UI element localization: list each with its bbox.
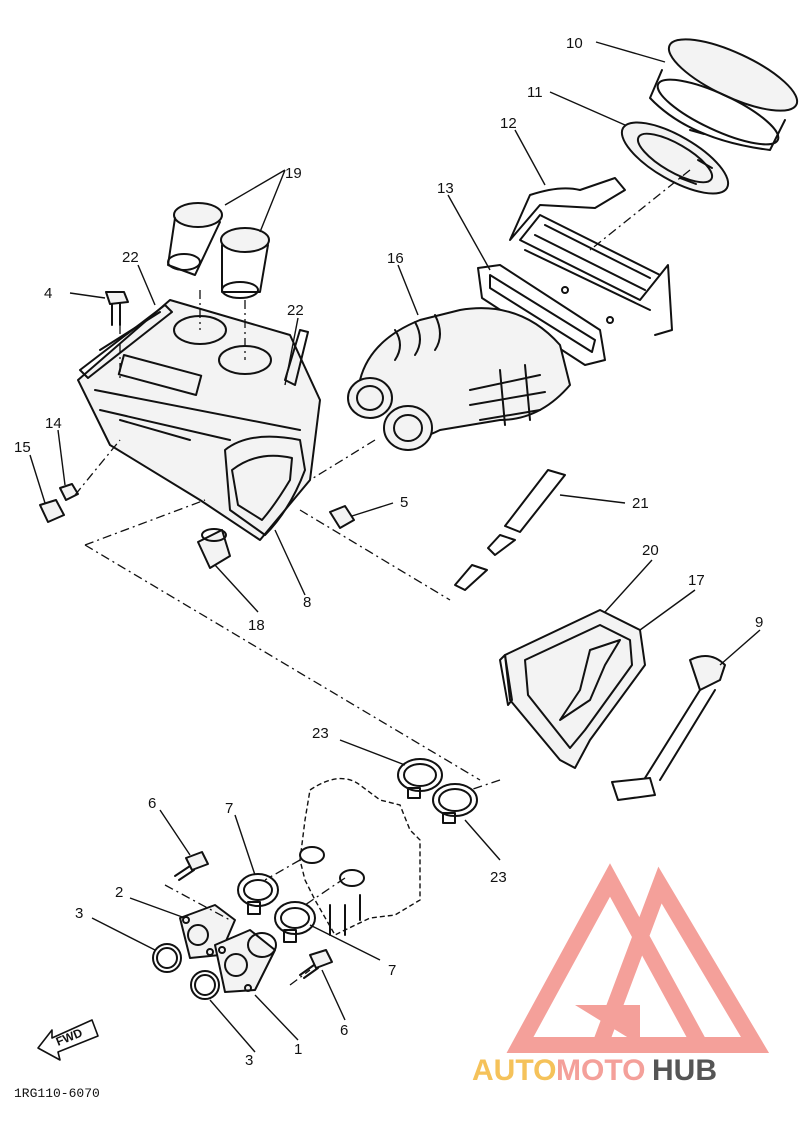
- band: [611, 655, 726, 801]
- callout-10: 10: [566, 35, 583, 52]
- callout-6-top: 6: [148, 795, 156, 812]
- side-cover: [504, 609, 646, 769]
- drain-hose: [454, 469, 566, 591]
- callout-8: 8: [303, 594, 311, 611]
- bolt-6-b: [299, 949, 333, 979]
- filter-guide: [620, 121, 730, 195]
- bolt-6-a: [174, 851, 209, 881]
- callout-21: 21: [632, 495, 649, 512]
- o-ring-3-b: [190, 970, 220, 1000]
- callout-3-bottom: 3: [245, 1052, 253, 1069]
- callout-9: 9: [755, 614, 763, 631]
- drain-plug: [197, 528, 231, 569]
- fwd-label: FWD: [54, 1025, 85, 1048]
- callout-19: 19: [285, 165, 302, 182]
- callout-11: 11: [527, 84, 543, 101]
- callout-2: 2: [115, 884, 123, 901]
- callout-23-bottom: 23: [490, 869, 507, 886]
- callout-20: 20: [642, 542, 659, 559]
- callout-23-top: 23: [312, 725, 329, 742]
- nut-14: [59, 483, 79, 501]
- nut-15: [39, 499, 65, 523]
- callout-4: 4: [44, 285, 52, 302]
- callout-22-right: 22: [287, 302, 304, 319]
- callout-7-top: 7: [225, 800, 233, 817]
- figure-code: 1RG110-6070: [14, 1086, 100, 1101]
- callout-13: 13: [437, 180, 454, 197]
- clamp-7-a: [237, 873, 279, 915]
- callout-1: 1: [294, 1041, 302, 1058]
- callout-3-top: 3: [75, 905, 83, 922]
- callout-5: 5: [400, 494, 408, 511]
- seal-strip-left: [79, 304, 173, 379]
- clamp-23-b: [432, 783, 478, 824]
- side-cover-grommet: [499, 654, 513, 706]
- carburetor-joints: [167, 202, 270, 299]
- callout-18: 18: [248, 617, 265, 634]
- watermark-logo: AUTO MOTO HUB: [472, 863, 770, 1087]
- filter-cage: [509, 177, 673, 336]
- callout-7-bottom: 7: [388, 962, 396, 979]
- callout-15: 15: [14, 439, 31, 456]
- air-filter-joint: [347, 307, 571, 451]
- intake-manifold-1: [214, 929, 277, 993]
- bolt-4: [105, 291, 129, 326]
- fwd-arrow: FWD: [37, 1019, 99, 1061]
- callout-12: 12: [500, 115, 517, 132]
- callout-14: 14: [45, 415, 62, 432]
- joint-gasket: [477, 264, 606, 366]
- callout-22-left: 22: [122, 249, 139, 266]
- clamp-7-b: [274, 901, 316, 943]
- leader-lines: [29, 41, 761, 1053]
- callout-labels: 10 11 12 13 16 19 22 22 4 14 15 5 21 18 …: [14, 35, 763, 1069]
- carburetor-outline: [299, 777, 421, 936]
- callout-17: 17: [688, 572, 705, 589]
- assembly-lines: [74, 169, 691, 986]
- watermark-moto: MOTO: [556, 1054, 645, 1087]
- o-ring-3-a: [152, 943, 182, 973]
- watermark-hub: HUB: [652, 1054, 717, 1087]
- nut-5: [329, 505, 355, 529]
- clamp-23-a: [397, 758, 443, 799]
- air-filter-case: [77, 299, 321, 541]
- seal-strip-right: [284, 329, 309, 386]
- callout-16: 16: [387, 250, 404, 267]
- watermark-auto: AUTO: [472, 1054, 556, 1087]
- callout-6-bottom: 6: [340, 1022, 348, 1039]
